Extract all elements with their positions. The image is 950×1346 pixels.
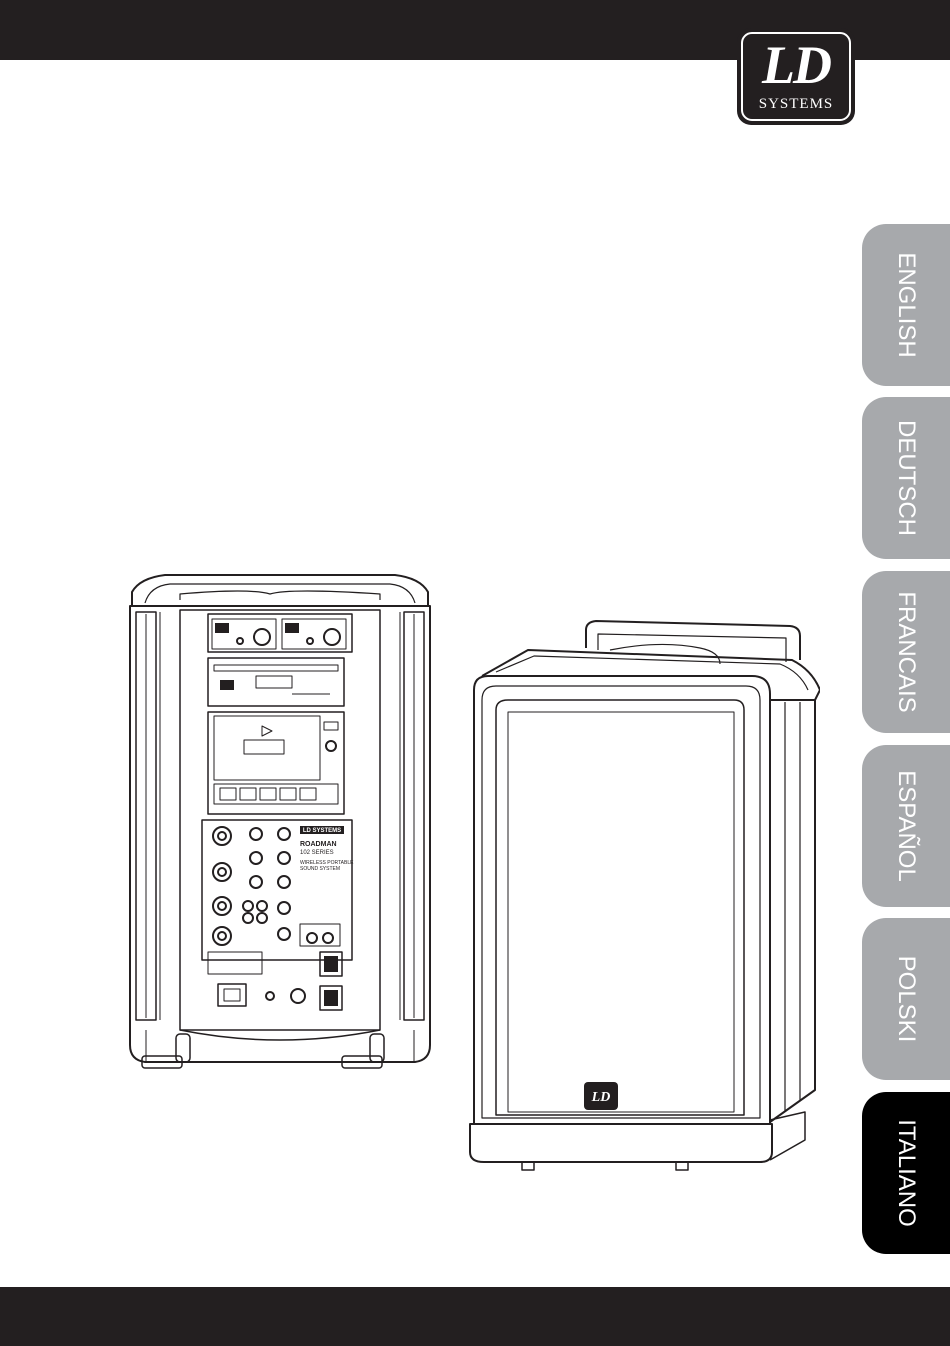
tab-polski[interactable]: POLSKI <box>862 918 950 1080</box>
tab-espanol-label: ESPAÑOL <box>892 770 920 882</box>
rear-brand-badge: LD SYSTEMS <box>303 828 341 834</box>
ld-systems-logo: LD SYSTEMS <box>737 28 855 125</box>
tab-espanol[interactable]: ESPAÑOL <box>862 745 950 907</box>
tab-francais[interactable]: FRANCAIS <box>862 571 950 733</box>
tab-english-label: ENGLISH <box>892 252 920 357</box>
rear-series-label: 102 SERIES <box>300 850 334 856</box>
front-speaker-drawing <box>470 621 820 1170</box>
speaker-illustration: LD SYSTEMS ROADMAN 102 SERIES WIRELESS P… <box>120 560 820 1180</box>
logo-systems-text: SYSTEMS <box>737 96 855 113</box>
rear-model-label: ROADMAN <box>300 841 337 848</box>
tab-english[interactable]: ENGLISH <box>862 224 950 386</box>
tab-francais-label: FRANCAIS <box>892 591 920 712</box>
tab-deutsch-label: DEUTSCH <box>892 420 920 536</box>
logo-ld-text: LD <box>737 38 855 92</box>
tab-italiano[interactable]: ITALIANO <box>862 1092 950 1254</box>
rear-speaker-drawing <box>130 575 430 1068</box>
tab-deutsch[interactable]: DEUTSCH <box>862 397 950 559</box>
rear-description-line2: SOUND SYSTEM <box>300 866 340 872</box>
front-badge-text: LD <box>591 1090 611 1105</box>
tab-italiano-label: ITALIANO <box>892 1119 920 1227</box>
tab-polski-label: POLSKI <box>892 956 920 1043</box>
bottom-bar <box>0 1287 950 1346</box>
